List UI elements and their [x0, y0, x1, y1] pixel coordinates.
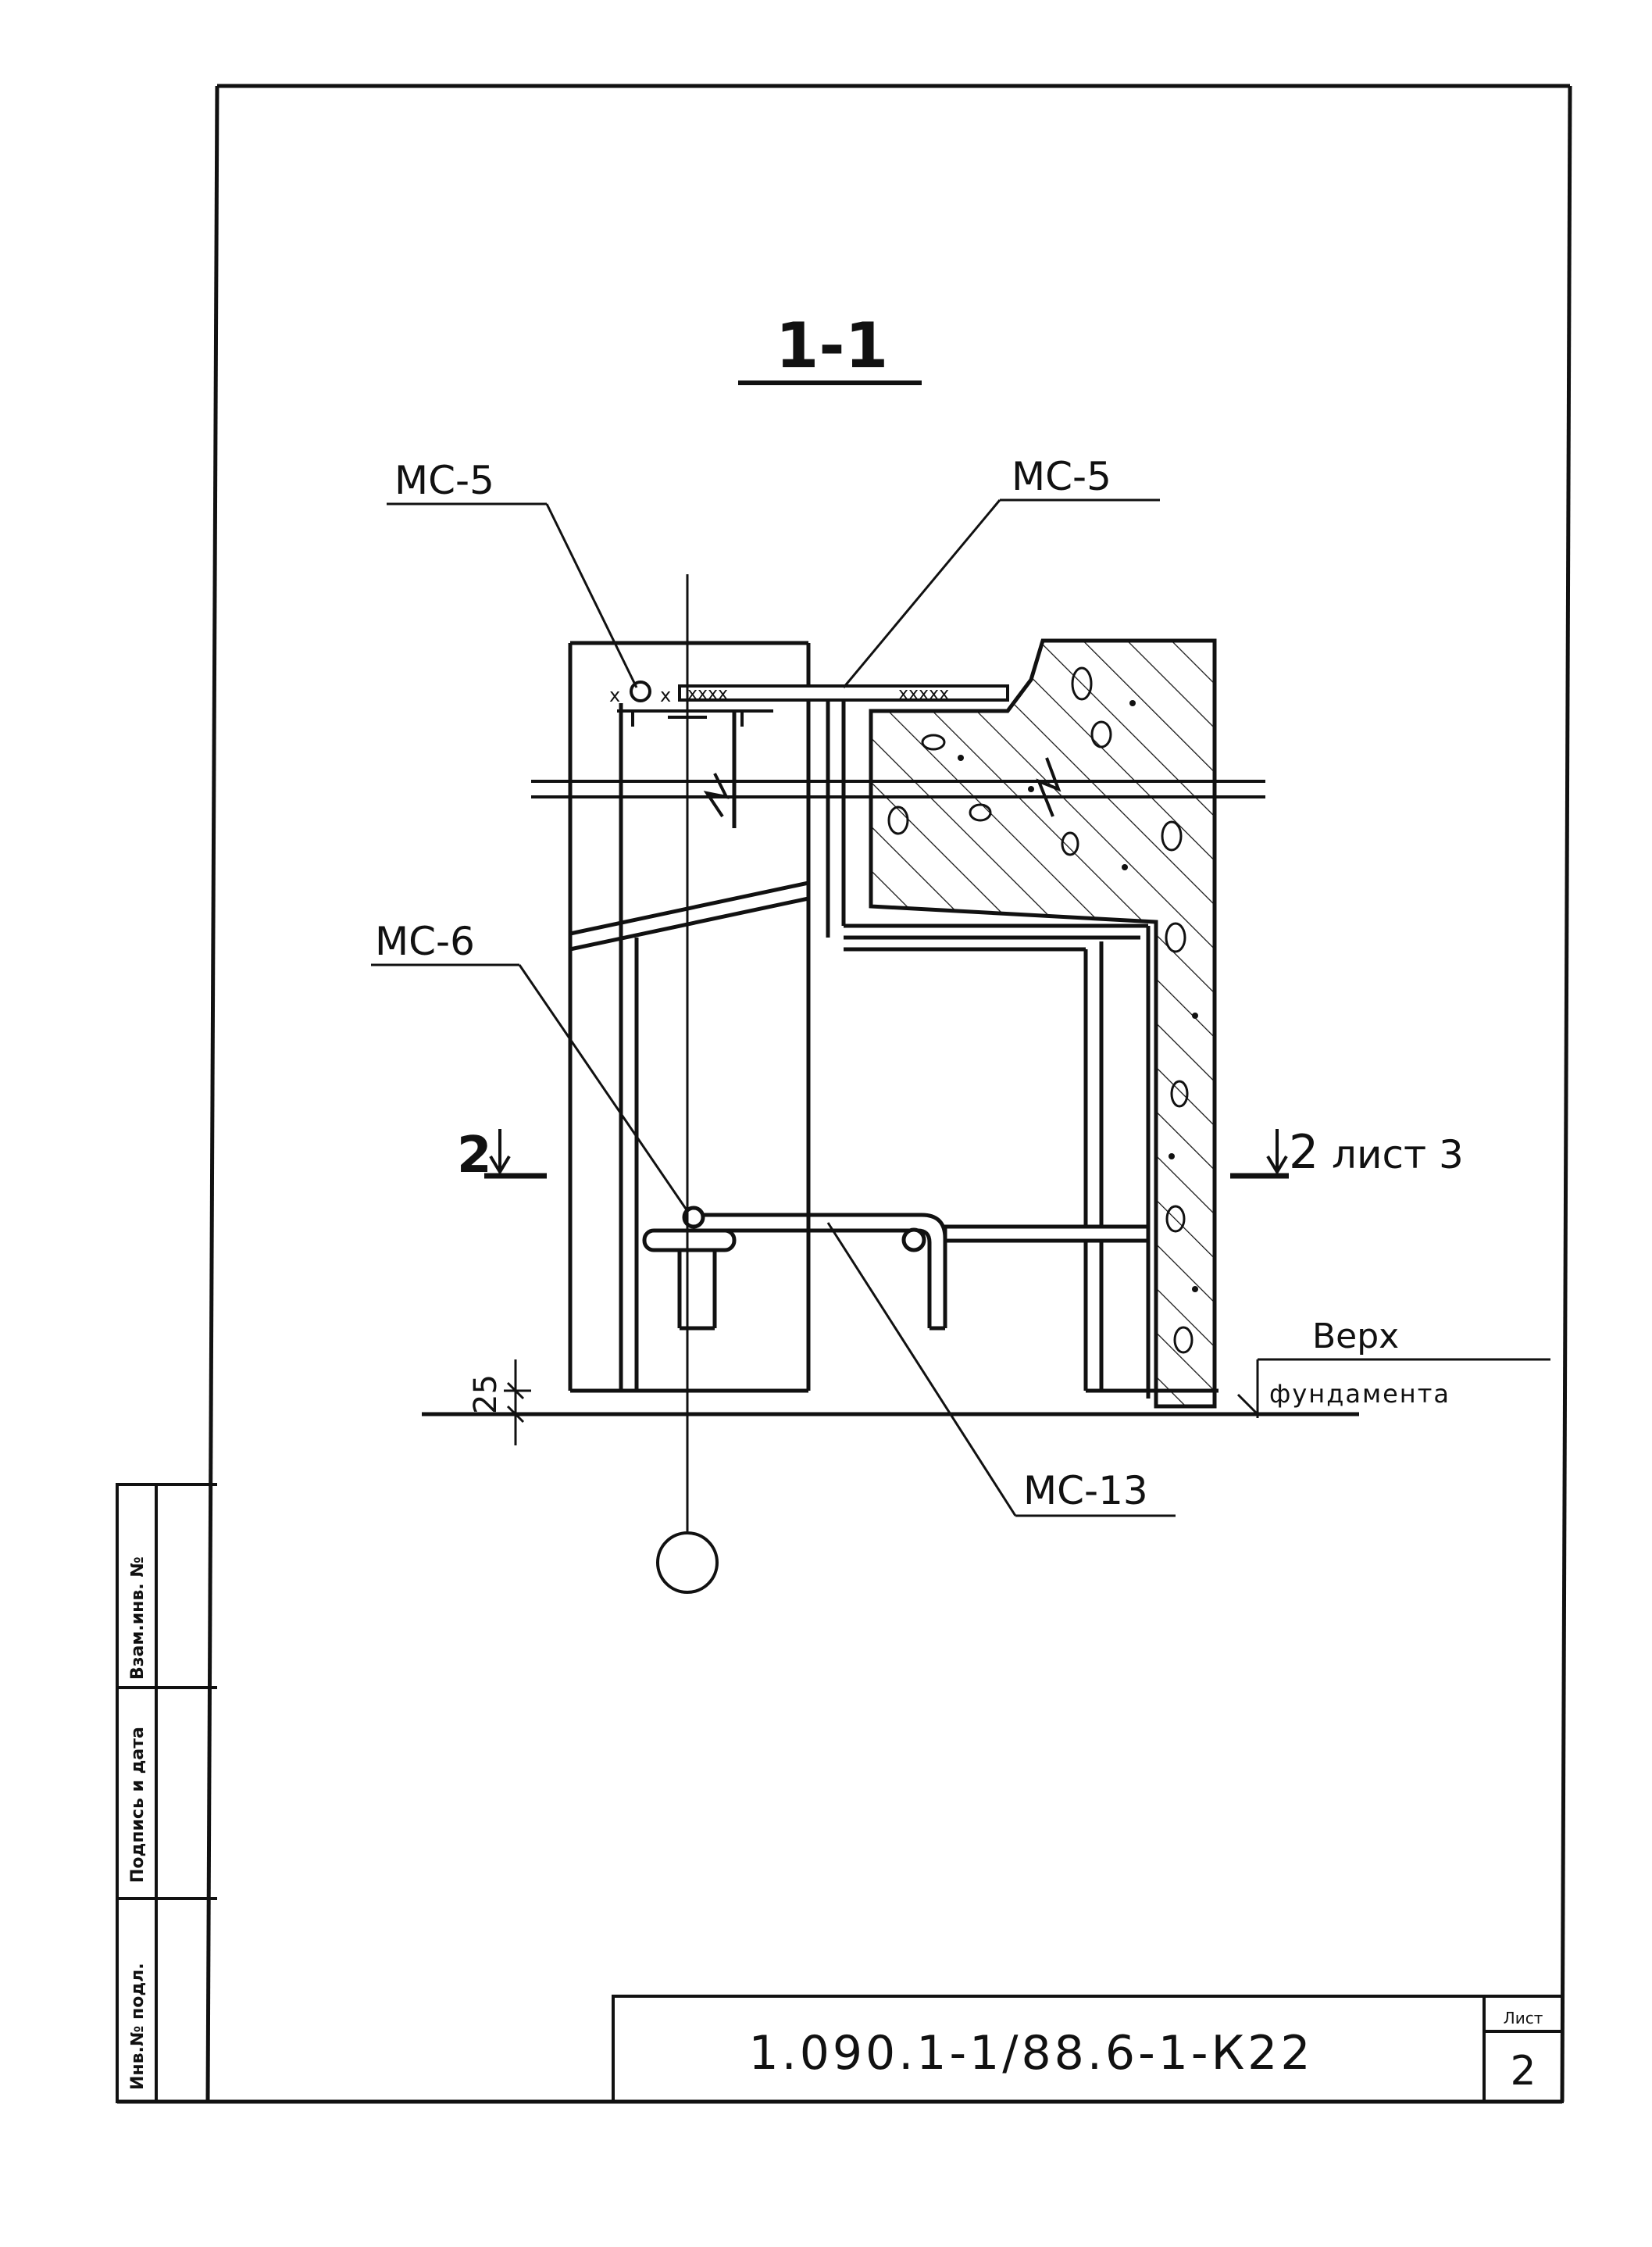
sheet-frame [117, 84, 1572, 2104]
niche-frame [844, 923, 1151, 1399]
stamp-field-replace-inv: Взам.инв. № [128, 1556, 148, 1680]
break-line [531, 757, 1265, 818]
label-mc13: МС-13 [1023, 1468, 1148, 1513]
svg-text:x: x [609, 684, 620, 706]
section-mark-left [484, 1129, 547, 1179]
label-mc5-right: МС-5 [1012, 454, 1111, 499]
foundation-top-label-2: фундамента [1269, 1379, 1450, 1409]
stamp-field-signature-date: Подпись и дата [128, 1727, 148, 1883]
svg-text:xxxxx: xxxxx [898, 684, 949, 704]
svg-text:x: x [660, 684, 671, 706]
concrete-wall [869, 638, 1217, 1409]
leader-mc5-left [387, 502, 638, 688]
stamp-field-original-inv: Инв.№ подл. [128, 1963, 148, 2090]
document-code: 1.090.1-1/88.6-1-К22 [748, 2026, 1313, 2081]
svg-text:xxxx: xxxx [687, 684, 728, 704]
sheet-number: 2 [1510, 2048, 1536, 2095]
label-mc6: МС-6 [375, 919, 475, 964]
foundation-top-label-1: Верх [1312, 1316, 1399, 1356]
label-mc5-left: МС-5 [394, 458, 494, 503]
foundation-leader [1236, 1358, 1550, 1418]
section-sheet-ref: лист 3 [1332, 1132, 1464, 1177]
dimension-25-label: 25 [468, 1374, 504, 1414]
title-block [612, 1995, 1564, 2103]
sheet-label: Лист [1504, 2009, 1543, 2027]
section-mark-right-label: 2 [1289, 1125, 1318, 1180]
section-mark-left-label: 2 [457, 1127, 492, 1184]
foundation-line [422, 1388, 1359, 1416]
left-column [568, 641, 811, 1391]
stamp-strip [116, 1483, 217, 2103]
dimension-25 [504, 1359, 531, 1445]
axis-line [656, 574, 719, 1594]
anchor-rod [826, 700, 846, 938]
section-title: 1-1 [776, 309, 889, 382]
leader-mc5-right [842, 498, 1160, 688]
leader-mc13 [826, 1222, 1176, 1517]
bracket-mc13 [642, 1206, 1151, 1331]
leader-mc6 [371, 963, 689, 1212]
section-mark-right [1230, 1129, 1289, 1179]
